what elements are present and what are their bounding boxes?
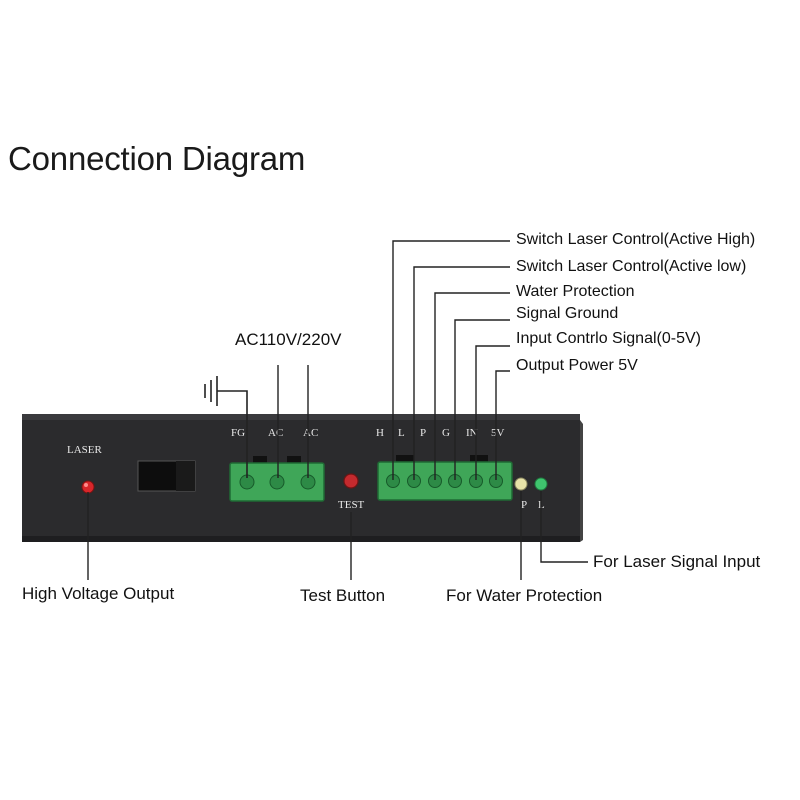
high-voltage-led bbox=[81, 480, 95, 494]
ac-leader-lines bbox=[277, 365, 309, 478]
bottom-leader-lines bbox=[87, 491, 588, 580]
indicator-label: P bbox=[521, 499, 527, 511]
signal-pin-label: IN bbox=[466, 427, 478, 439]
laser-signal-led bbox=[534, 477, 548, 491]
water-protection-led bbox=[514, 477, 528, 491]
signal-pin-label: H bbox=[376, 427, 384, 439]
panel-laser-text: LASER bbox=[67, 444, 103, 456]
diagram-title: Connection Diagram bbox=[8, 140, 306, 177]
signal-terminal-block bbox=[377, 455, 513, 501]
power-pin-label: AC bbox=[303, 427, 318, 439]
panel-test-text: TEST bbox=[338, 499, 365, 511]
callout-water-protection: Water Protection bbox=[516, 283, 635, 300]
signal-leader-lines bbox=[392, 240, 510, 480]
signal-pin-label: G bbox=[442, 427, 450, 439]
supply-label: AC110V/220V bbox=[235, 330, 342, 349]
callout-output-power: Output Power 5V bbox=[516, 357, 638, 374]
callout-active-low: Switch Laser Control(Active low) bbox=[516, 258, 747, 275]
power-terminal-block bbox=[229, 456, 325, 502]
signal-pin-label: L bbox=[398, 427, 405, 439]
high-voltage-output-port bbox=[137, 460, 196, 492]
signal-pin-label: 5V bbox=[491, 427, 505, 439]
label-water-protection: For Water Protection bbox=[446, 586, 603, 605]
label-laser-signal: For Laser Signal Input bbox=[593, 552, 761, 571]
power-pin-screw bbox=[269, 474, 285, 490]
signal-pin-label: P bbox=[420, 427, 426, 439]
power-pin-label: AC bbox=[268, 427, 283, 439]
label-test-button: Test Button bbox=[300, 586, 386, 605]
label-high-voltage: High Voltage Output bbox=[22, 584, 175, 603]
high-voltage-led-highlight bbox=[84, 483, 88, 487]
test-button[interactable] bbox=[343, 473, 359, 489]
callout-signal-ground: Signal Ground bbox=[516, 305, 619, 322]
ground-icon bbox=[204, 376, 248, 478]
power-pin-label: FG bbox=[231, 427, 245, 439]
callout-active-high: Switch Laser Control(Active High) bbox=[516, 231, 756, 248]
callout-input-signal: Input Contrlo Signal(0-5V) bbox=[516, 330, 701, 347]
